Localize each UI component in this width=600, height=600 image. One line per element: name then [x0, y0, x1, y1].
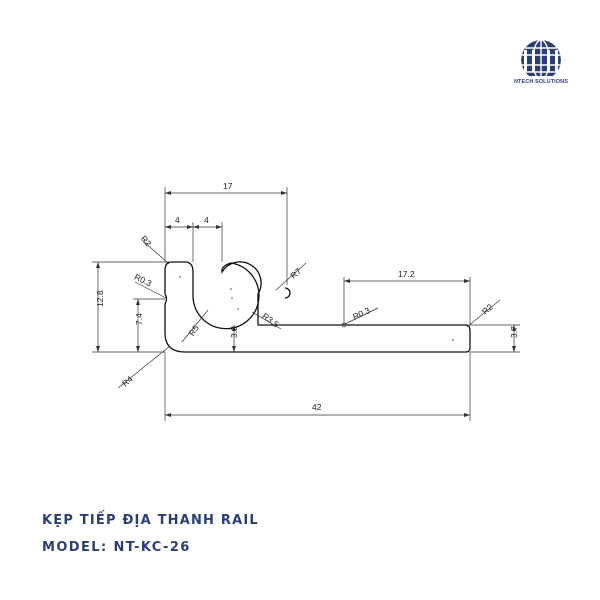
svg-text:4: 4: [175, 215, 180, 225]
product-title: KẸP TIẾP ĐỊA THANH RAIL: [42, 513, 259, 528]
svg-text:R5: R5: [187, 323, 202, 338]
svg-text:R2: R2: [139, 233, 154, 248]
dim-r5: R5: [181, 309, 209, 343]
svg-text:3.7: 3.7: [509, 326, 519, 338]
svg-text:12.8: 12.8: [95, 290, 105, 307]
dim-r3-5: R3.5: [251, 311, 282, 330]
dim-r4: R4: [117, 345, 171, 389]
clip-curl-inner: [284, 287, 291, 299]
svg-text:R3.5: R3.5: [260, 311, 281, 330]
dim-7-4: 7.4: [133, 298, 165, 352]
svg-text:4: 4: [204, 215, 209, 225]
dim-r2-top: R2: [139, 233, 170, 265]
svg-text:7.4: 7.4: [134, 313, 144, 325]
dim-42: 42: [164, 352, 471, 421]
dim-17-2: 17.2: [343, 269, 471, 325]
dim-r7: R7: [275, 262, 307, 291]
dim-r2-right: R2: [466, 299, 501, 328]
svg-text:17.2: 17.2: [398, 269, 415, 279]
svg-text:R0.3: R0.3: [351, 305, 372, 322]
product-model: MODEL: NT-KC-26: [42, 540, 191, 555]
svg-text:17: 17: [223, 181, 233, 191]
brand-name: NTECH SOLUTIONS: [513, 79, 569, 85]
svg-text:3.8: 3.8: [229, 326, 239, 338]
dim-r0-3-right: R0.3: [344, 305, 379, 325]
profile-outline: [164, 261, 471, 353]
dim-r0-3-left: R0.3: [133, 272, 167, 299]
dim-3-8: 3.8: [229, 325, 239, 352]
svg-text:42: 42: [312, 402, 322, 412]
dim-12-8: 12.8: [92, 261, 172, 353]
dim-17: 17: [164, 181, 288, 285]
dim-3-7: 3.7: [470, 324, 520, 353]
dim-4-4: 4 4: [165, 215, 223, 262]
svg-text:R7: R7: [288, 266, 303, 281]
ntech-logo-icon: [521, 40, 561, 80]
